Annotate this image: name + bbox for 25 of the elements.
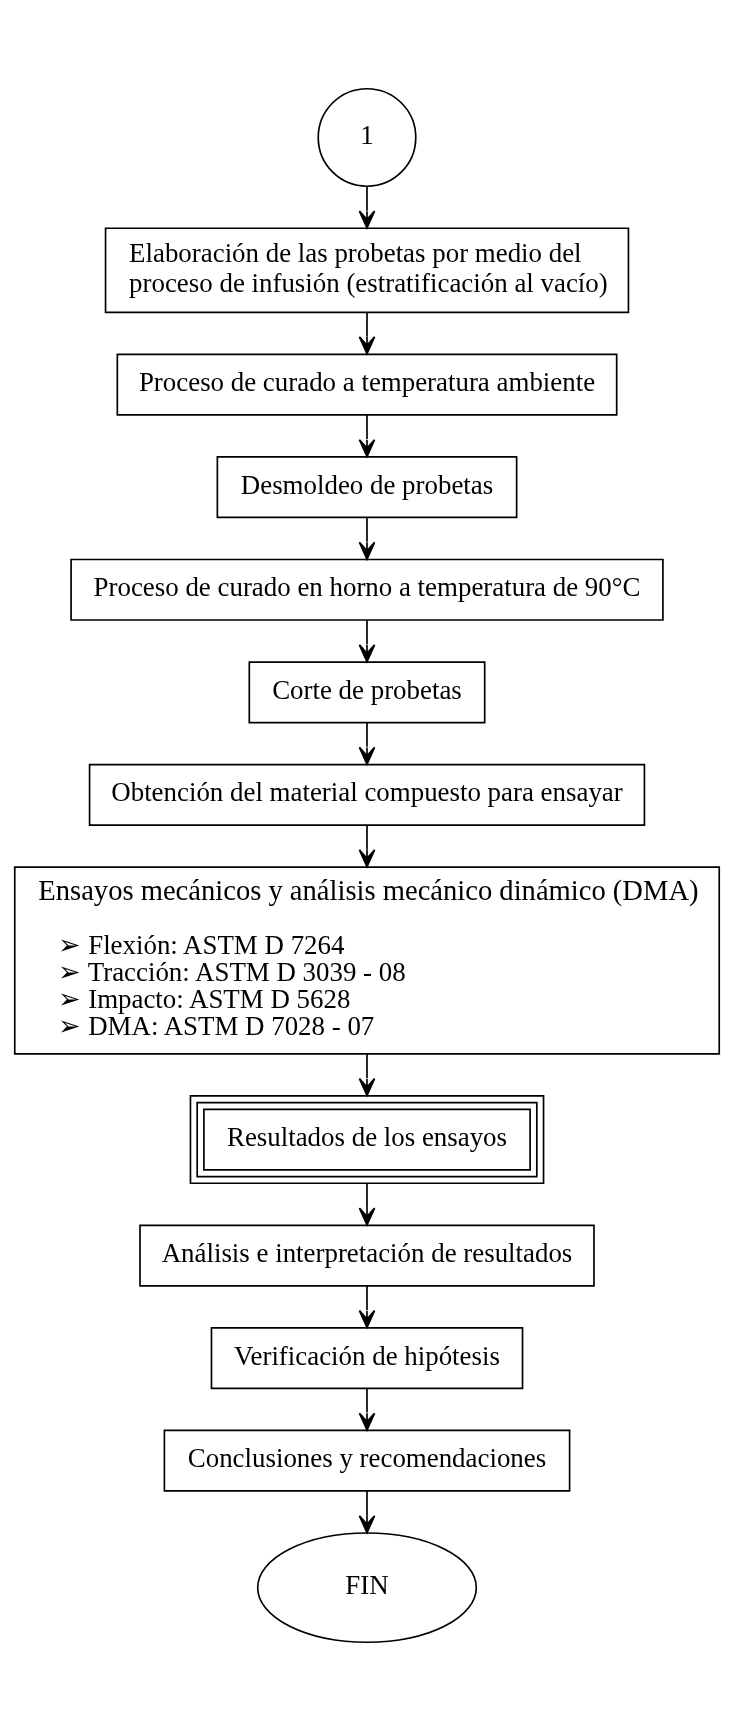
node-box: Análisis e interpretación de resultados [139, 1224, 595, 1287]
arrow [358, 185, 376, 229]
node-box: Proceso de curado a temperatura ambiente [116, 353, 618, 416]
arrow [358, 1285, 376, 1329]
arrow [358, 311, 376, 355]
arrow [358, 414, 376, 458]
node-box: Conclusiones y recomendaciones [163, 1429, 571, 1492]
node-box: Desmoldeo de probetas [216, 456, 518, 519]
node-box: Verificación de hipótesis [210, 1327, 524, 1390]
node-box: Resultados de los ensayos [189, 1095, 545, 1185]
arrow [358, 516, 376, 560]
node-ellipse: FIN [256, 1532, 478, 1644]
arrow [358, 721, 376, 766]
arrow [358, 1053, 376, 1097]
arrow [358, 1183, 376, 1226]
node-circle: 1 [317, 87, 417, 188]
node-box: Proceso de curado en horno a temperatura de 90°C [70, 558, 664, 621]
node-box: Corte de probetas [248, 661, 486, 724]
node-box: Obtención del material compuesto para ensayar [88, 763, 646, 826]
arrow [358, 1490, 376, 1534]
node-box: Elaboración de las probetas por medio del proceso de infusión (estratificación al vacío) [104, 227, 630, 314]
arrow [358, 824, 376, 868]
arrow [358, 619, 376, 663]
arrow [358, 1387, 376, 1431]
node-box: Ensayos mecánicos y análisis mecánico dinámico (DMA) ➢ Flexión: ASTM D 7264 ➢ Tracción: ASTM D 3039 ‑ 08 ➢ Impacto: ASTM D 5628 ➢ DMA: ASTM D 7028 - 07 [13, 866, 721, 1055]
